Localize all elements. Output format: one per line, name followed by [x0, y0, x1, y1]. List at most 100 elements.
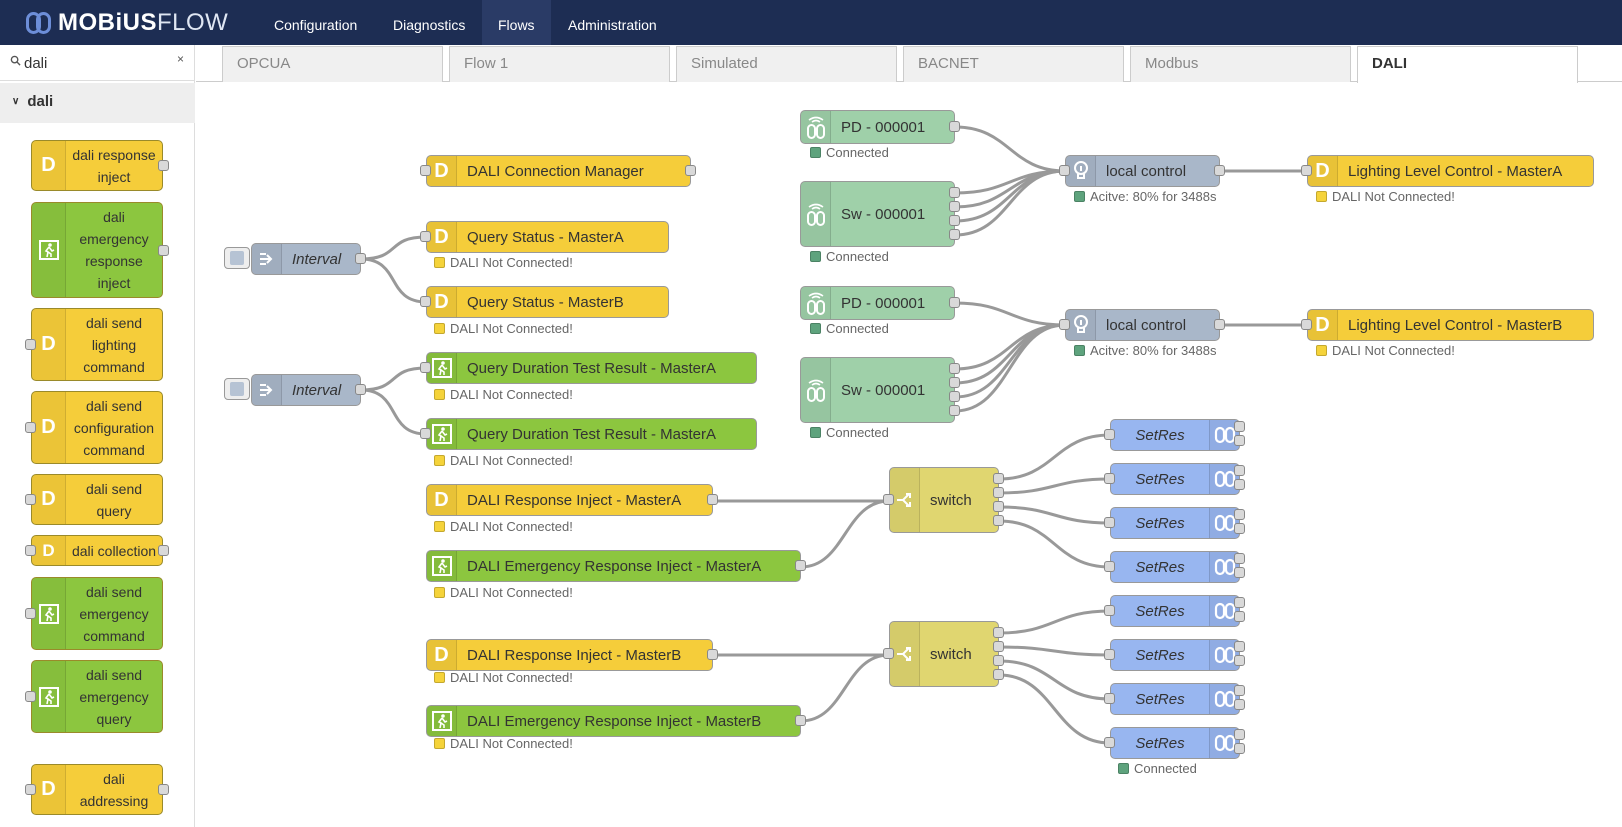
palette-node-dali-response-inject[interactable]: D dali response inject [31, 140, 169, 191]
search-input[interactable] [24, 53, 164, 73]
switch-sensor-node-2[interactable]: Sw - 000001 [800, 357, 955, 423]
palette-node-dali-send-configuration-command[interactable]: D dali send configuration command [25, 391, 163, 464]
query-duration-test-node-2[interactable]: Query Duration Test Result - MasterA [426, 418, 757, 450]
output-port[interactable] [949, 405, 960, 416]
presence-detector-node-2[interactable]: PD - 000001 [800, 286, 955, 320]
flow-wire[interactable] [998, 609, 1111, 635]
switch-node-2[interactable]: switch [889, 621, 999, 687]
output-port[interactable] [1234, 421, 1245, 432]
output-port[interactable] [949, 363, 960, 374]
output-port[interactable] [1234, 479, 1245, 490]
flow-wire[interactable] [954, 169, 1066, 237]
setres-node-2[interactable]: SetRes [1110, 463, 1240, 495]
query-duration-test-node-1[interactable]: Query Duration Test Result - MasterA [426, 352, 757, 384]
flow-wire[interactable] [998, 659, 1111, 701]
palette-node-dali-send-emergency-command[interactable]: dali send emergency command [25, 577, 163, 650]
input-port[interactable] [420, 428, 431, 439]
input-port[interactable] [420, 231, 431, 242]
output-port[interactable] [1234, 685, 1245, 696]
mobiusflow-logo[interactable]: MOBiUSFLOW [26, 8, 228, 38]
nav-diagnostics[interactable]: Diagnostics [393, 17, 466, 33]
flow-wire[interactable] [360, 388, 427, 436]
output-port[interactable] [949, 187, 960, 198]
output-port[interactable] [158, 545, 169, 556]
output-port[interactable] [993, 655, 1004, 666]
output-port[interactable] [158, 160, 169, 171]
flow-wire[interactable] [954, 323, 1066, 399]
local-control-node-2[interactable]: local control [1065, 309, 1220, 341]
input-port[interactable] [25, 545, 36, 556]
output-port[interactable] [993, 627, 1004, 638]
flow-wire[interactable] [954, 301, 1066, 327]
local-control-node-1[interactable]: local control [1065, 155, 1220, 187]
output-port[interactable] [707, 649, 718, 660]
palette-node-dali-addressing[interactable]: D dali addressing [25, 764, 169, 815]
tab-bacnet[interactable]: BACNET [903, 46, 1124, 82]
nav-configuration[interactable]: Configuration [274, 17, 358, 33]
output-port[interactable] [993, 473, 1004, 484]
dali-emergency-response-inject-mastera-node[interactable]: DALI Emergency Response Inject - MasterA [426, 550, 801, 582]
interval-inject-node-1[interactable]: Interval [251, 243, 361, 275]
flow-wire[interactable] [360, 235, 427, 261]
palette-node-dali-emergency-response-inject[interactable]: dali emergency response inject [31, 202, 169, 298]
input-port[interactable] [1104, 517, 1115, 528]
setres-node-3[interactable]: SetRes [1110, 507, 1240, 539]
output-port[interactable] [795, 715, 806, 726]
input-port[interactable] [25, 494, 36, 505]
input-port[interactable] [25, 422, 36, 433]
input-port[interactable] [1104, 561, 1115, 572]
output-port[interactable] [707, 494, 718, 505]
switch-node-1[interactable]: switch [889, 467, 999, 533]
output-port[interactable] [993, 641, 1004, 652]
input-port[interactable] [1104, 693, 1115, 704]
output-port[interactable] [993, 515, 1004, 526]
input-port[interactable] [1104, 737, 1115, 748]
flow-wire[interactable] [998, 433, 1111, 481]
input-port[interactable] [25, 339, 36, 350]
input-port[interactable] [883, 494, 894, 505]
output-port[interactable] [1234, 611, 1245, 622]
output-port[interactable] [1214, 165, 1225, 176]
input-port[interactable] [1104, 429, 1115, 440]
output-port[interactable] [1234, 641, 1245, 652]
flow-wire[interactable] [954, 323, 1066, 413]
palette-node-dali-send-emergency-query[interactable]: dali send emergency query [25, 660, 163, 733]
flow-wire[interactable] [998, 673, 1111, 745]
output-port[interactable] [1234, 743, 1245, 754]
output-port[interactable] [355, 384, 366, 395]
output-port[interactable] [949, 201, 960, 212]
flow-wire[interactable] [800, 653, 890, 723]
output-port[interactable] [949, 229, 960, 240]
input-port[interactable] [25, 608, 36, 619]
setres-node-7[interactable]: SetRes [1110, 683, 1240, 715]
setres-node-6[interactable]: SetRes [1110, 639, 1240, 671]
flow-wire[interactable] [360, 366, 427, 392]
output-port[interactable] [1234, 597, 1245, 608]
input-port[interactable] [25, 691, 36, 702]
flow-wire[interactable] [800, 499, 890, 569]
output-port[interactable] [1234, 699, 1245, 710]
output-port[interactable] [1234, 465, 1245, 476]
output-port[interactable] [1234, 655, 1245, 666]
flow-wire[interactable] [998, 505, 1111, 525]
tab-modbus[interactable]: Modbus [1130, 46, 1351, 82]
output-port[interactable] [993, 487, 1004, 498]
input-port[interactable] [1059, 165, 1070, 176]
flow-wire[interactable] [360, 257, 427, 304]
input-port[interactable] [1301, 319, 1312, 330]
output-port[interactable] [1234, 729, 1245, 740]
flow-wire[interactable] [998, 519, 1111, 569]
input-port[interactable] [25, 784, 36, 795]
input-port[interactable] [420, 165, 431, 176]
output-port[interactable] [1214, 319, 1225, 330]
tab-dali[interactable]: DALI [1357, 46, 1578, 83]
inject-trigger-button[interactable] [224, 378, 250, 400]
output-port[interactable] [993, 669, 1004, 680]
output-port[interactable] [949, 377, 960, 388]
